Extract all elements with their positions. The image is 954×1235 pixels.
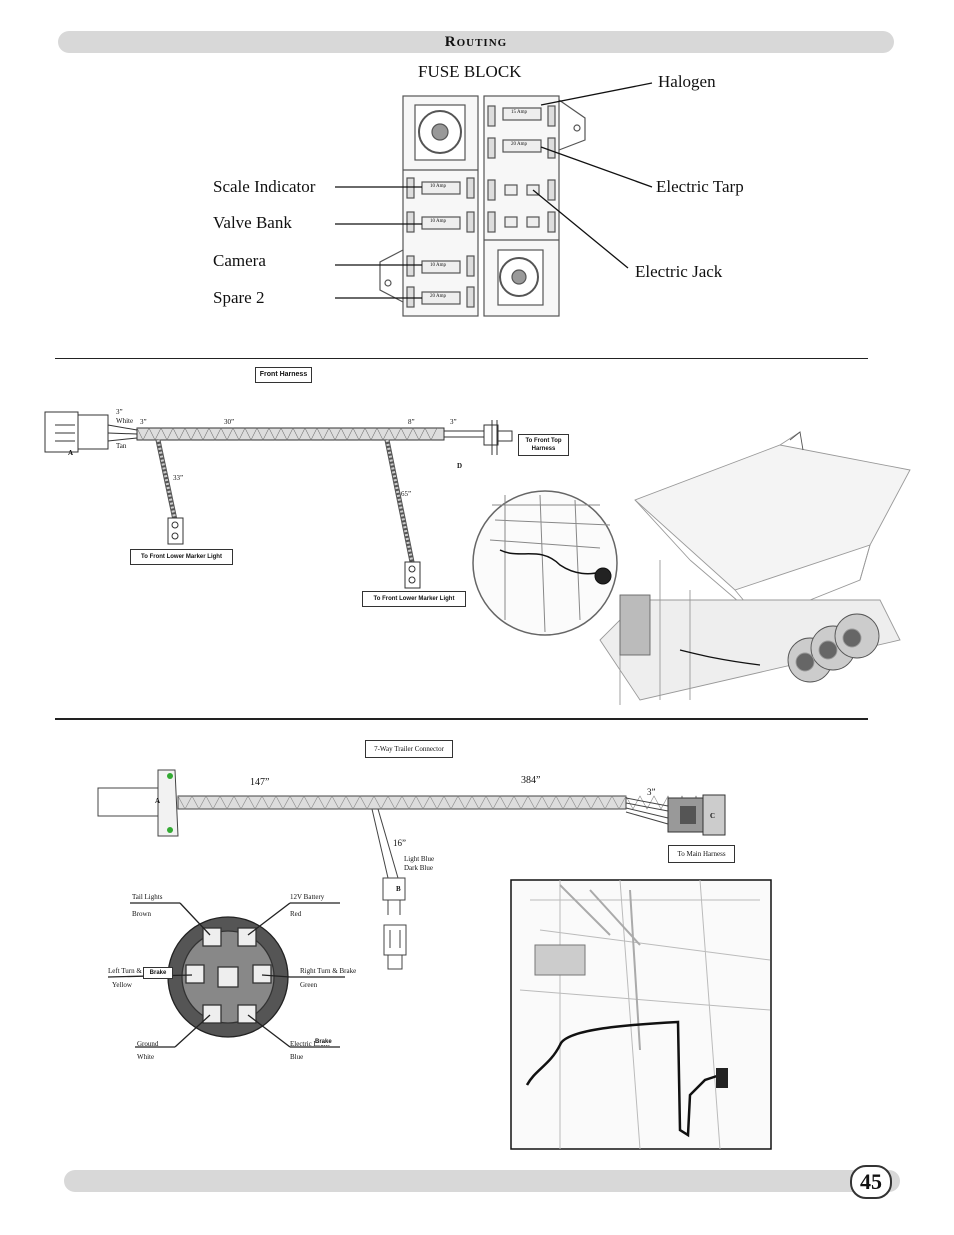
wire-label: Dark Blue bbox=[404, 864, 433, 872]
brake-tag: Brake bbox=[315, 1039, 332, 1045]
routing-detail-frame bbox=[510, 879, 772, 1150]
dim-label: 3” bbox=[450, 418, 457, 426]
dim-label: 3” bbox=[647, 787, 656, 797]
pin-color-blue: Blue bbox=[290, 1053, 304, 1061]
fuse-text: 10 Amp bbox=[430, 263, 446, 268]
page-number: 45 bbox=[850, 1165, 892, 1199]
pin-color-red: Red bbox=[290, 910, 302, 918]
label-scale-indicator: Scale Indicator bbox=[213, 177, 316, 196]
trailer-drawing bbox=[599, 431, 911, 705]
label-camera: Camera bbox=[213, 251, 266, 270]
pin-color-green: Green bbox=[300, 981, 318, 989]
dim-label: 30” bbox=[224, 418, 235, 426]
dim-label: 8” bbox=[408, 418, 415, 426]
fuse-text: 10 Amp bbox=[430, 219, 446, 224]
connector-label-b: B bbox=[396, 885, 401, 893]
fuse-block-title: FUSE BLOCK bbox=[418, 62, 522, 81]
label-electric-tarp: Electric Tarp bbox=[656, 177, 744, 196]
dim-label: 16” bbox=[393, 838, 406, 848]
pin-color-yellow: Yellow bbox=[112, 981, 132, 989]
section-divider bbox=[55, 718, 868, 720]
to-main-harness-label: To Main Harness bbox=[668, 845, 735, 863]
pin-label-right-turn: Right Turn & Brake bbox=[300, 967, 357, 975]
connector-label-a: A bbox=[155, 797, 161, 805]
fuse-text: 20 Amp bbox=[430, 294, 446, 299]
pin-label-12v-battery: 12V Battery bbox=[290, 893, 325, 901]
seven-way-pin-diagram bbox=[107, 902, 345, 1048]
dim-label: 65” bbox=[401, 490, 412, 498]
brake-tag: Brake bbox=[143, 967, 173, 979]
label-valve-bank: Valve Bank bbox=[213, 213, 292, 232]
section-divider bbox=[55, 358, 868, 359]
label-halogen: Halogen bbox=[658, 72, 716, 91]
wire-label: Tan bbox=[116, 442, 127, 450]
to-front-lower-marker-b: To Front Lower Marker Light bbox=[130, 549, 233, 565]
pin-label-electric-brake: Electric Brake bbox=[290, 1040, 331, 1048]
front-harness-drawing bbox=[44, 411, 513, 589]
pin-label-tail-lights: Tail Lights bbox=[132, 893, 163, 901]
pin-color-white: White bbox=[137, 1053, 155, 1061]
connector-label-d: D bbox=[457, 462, 463, 470]
pin-label-ground: Ground bbox=[137, 1040, 159, 1048]
page-title: Routing bbox=[444, 34, 508, 50]
front-harness-title: Front Harness bbox=[255, 367, 312, 383]
connector-label-a: A bbox=[68, 449, 74, 457]
harness-detail-circle bbox=[472, 490, 618, 636]
wire-label: Light Blue bbox=[404, 855, 435, 863]
pin-label-left-turn: Left Turn & Brake bbox=[108, 967, 161, 975]
fuse-block-drawing bbox=[379, 95, 586, 317]
label-electric-jack: Electric Jack bbox=[635, 262, 723, 281]
trailer-connector-title: 7-Way Trailer Connector bbox=[365, 740, 453, 758]
dim-label: 147” bbox=[250, 777, 270, 788]
fuse-text: 20 Amp bbox=[511, 142, 527, 147]
dim-label: 384” bbox=[521, 775, 541, 786]
dim-label: 3” bbox=[140, 418, 147, 426]
connector-label-c: C bbox=[710, 812, 716, 820]
fuse-text: 10 Amp bbox=[430, 184, 446, 189]
dim-label: 3” bbox=[116, 408, 123, 416]
dim-label: 33” bbox=[173, 474, 184, 482]
trailer-harness-drawing bbox=[97, 769, 726, 970]
to-front-lower-marker-c: To Front Lower Marker Light bbox=[362, 591, 466, 607]
header-bar: Routing bbox=[58, 31, 894, 53]
footer-bar bbox=[64, 1170, 900, 1192]
fuse-leader-lines bbox=[335, 82, 653, 299]
to-front-top-harness-label: To Front Top Harness bbox=[518, 434, 569, 456]
pin-color-brown: Brown bbox=[132, 910, 152, 918]
label-spare-2: Spare 2 bbox=[213, 288, 265, 307]
fuse-text: 15 Amp bbox=[511, 110, 527, 115]
wire-label: White bbox=[116, 417, 134, 425]
